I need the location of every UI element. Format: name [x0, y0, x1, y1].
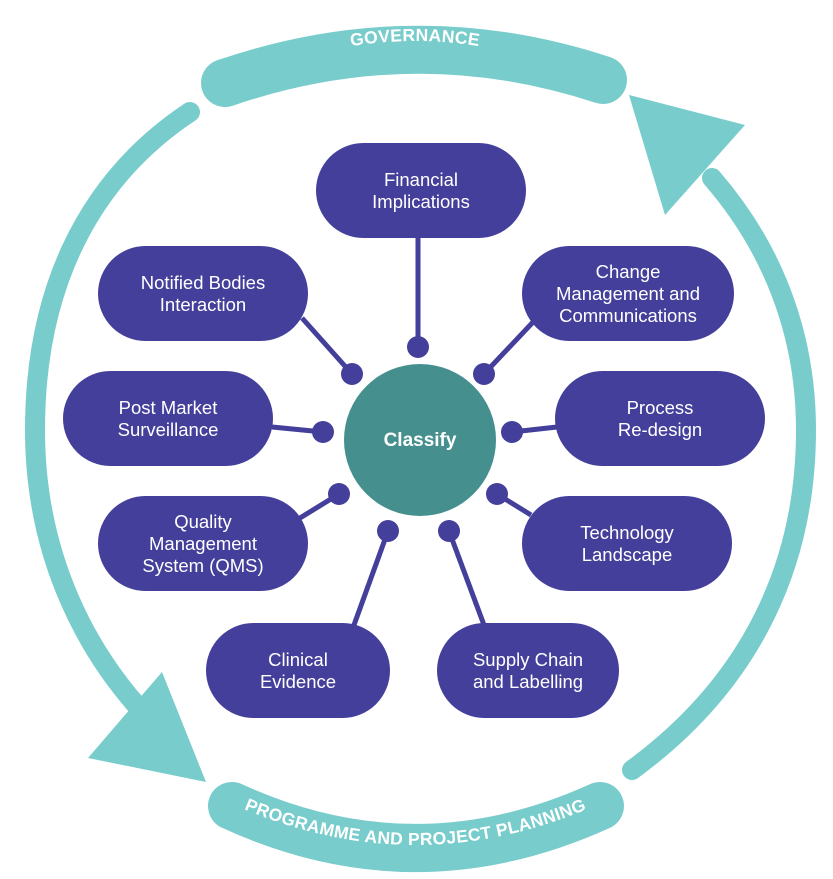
node-pill [63, 371, 273, 466]
right-cycle-arc [622, 168, 817, 780]
node-pill [98, 246, 308, 341]
node-label-line: Management [149, 533, 257, 554]
node-label-line: Interaction [160, 294, 246, 315]
connector-dot-quality-management [328, 483, 350, 505]
node-label-line: Financial [384, 169, 458, 190]
node-label-line: Management and [556, 283, 700, 304]
governance-band [201, 25, 627, 107]
node-label-line: Implications [372, 191, 470, 212]
connector-change-management [482, 318, 537, 376]
connectors [271, 238, 558, 626]
connector-dot-clinical-evidence [377, 520, 399, 542]
arrowhead-down-icon [88, 672, 206, 782]
connector-clinical-evidence [351, 530, 391, 626]
node-label-line: Surveillance [118, 419, 219, 440]
node-label-line: Quality [174, 511, 232, 532]
node-pill [522, 246, 734, 341]
node-label-line: Communications [559, 305, 697, 326]
left-cycle-arc [24, 102, 200, 735]
connector-dot-supply-chain [438, 520, 460, 542]
connector-dot-post-market [312, 421, 334, 443]
node-label-line: Notified Bodies [141, 272, 265, 293]
arrowhead-up-icon [629, 95, 745, 215]
hub: Classify [344, 364, 496, 516]
node-label-line: Change [596, 261, 661, 282]
node-pill [98, 496, 308, 591]
node-pill [437, 623, 619, 718]
connector-dot-financial-implications [407, 336, 429, 358]
hub-circle [344, 364, 496, 516]
node-label-line: Supply Chain [473, 649, 583, 670]
node-pill [206, 623, 390, 718]
connector-notified-bodies [300, 316, 354, 376]
node-pill [316, 143, 526, 238]
connector-dot-notified-bodies [341, 363, 363, 385]
hub-label: Classify [384, 430, 457, 451]
node-pill [555, 371, 765, 466]
node-label-line: Re-design [618, 419, 702, 440]
connector-dot-process-redesign [501, 421, 523, 443]
node-label-line: and Labelling [473, 671, 583, 692]
node-label-line: Post Market [119, 397, 218, 418]
node-label-line: System (QMS) [142, 555, 263, 576]
connector-dot-change-management [473, 363, 495, 385]
node-label-line: Landscape [582, 544, 673, 565]
connector-supply-chain [446, 530, 487, 626]
node-label-line: Technology [580, 522, 674, 543]
connector-dot-technology-landscape [486, 483, 508, 505]
node-label-line: Evidence [260, 671, 336, 692]
outer-cycle: GOVERNANCE PROGRAMME AND PROJECT PLANNIN… [24, 25, 817, 872]
node-pill [522, 496, 732, 591]
node-label-line: Clinical [268, 649, 328, 670]
node-label-line: Process [627, 397, 694, 418]
planning-band [208, 782, 624, 872]
